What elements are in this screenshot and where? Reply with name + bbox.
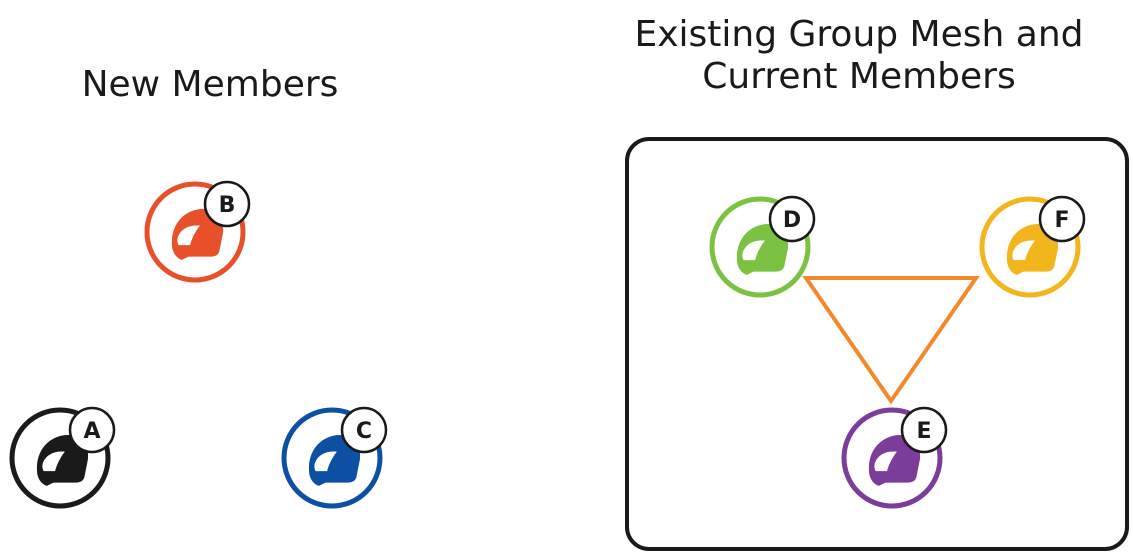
existing-group-title: Existing Group Mesh and Current Members	[585, 14, 1133, 98]
members-layer: A B C D E F	[9, 180, 1086, 509]
member-label: D	[783, 208, 801, 233]
member-label: C	[356, 419, 372, 444]
helmet-icon	[736, 224, 789, 275]
member-c: C	[281, 406, 388, 509]
member-badge	[1038, 195, 1086, 243]
existing-group-title-line2: Current Members	[702, 56, 1016, 97]
member-badge	[340, 406, 388, 454]
member-badge	[900, 406, 948, 454]
member-e: E	[841, 406, 948, 509]
member-badge	[203, 180, 251, 228]
existing-group-box	[625, 137, 1129, 551]
member-label: A	[83, 419, 100, 444]
helmet-icon	[1006, 224, 1059, 275]
member-badge	[768, 195, 816, 243]
helmet-icon	[308, 435, 361, 486]
member-a: A	[9, 406, 116, 509]
member-f: F	[979, 195, 1086, 298]
member-badge	[68, 406, 116, 454]
member-d: D	[709, 195, 816, 298]
existing-group-title-line1: Existing Group Mesh and	[634, 14, 1084, 55]
member-label: E	[916, 419, 931, 444]
helmet-icon	[868, 435, 921, 486]
member-label: F	[1054, 208, 1069, 233]
helmet-icon	[36, 435, 89, 486]
helmet-icon	[171, 209, 224, 260]
member-label: B	[219, 193, 236, 218]
mesh-connection-lines	[802, 276, 980, 405]
new-members-title: New Members	[81, 64, 339, 105]
member-b: B	[144, 180, 251, 283]
